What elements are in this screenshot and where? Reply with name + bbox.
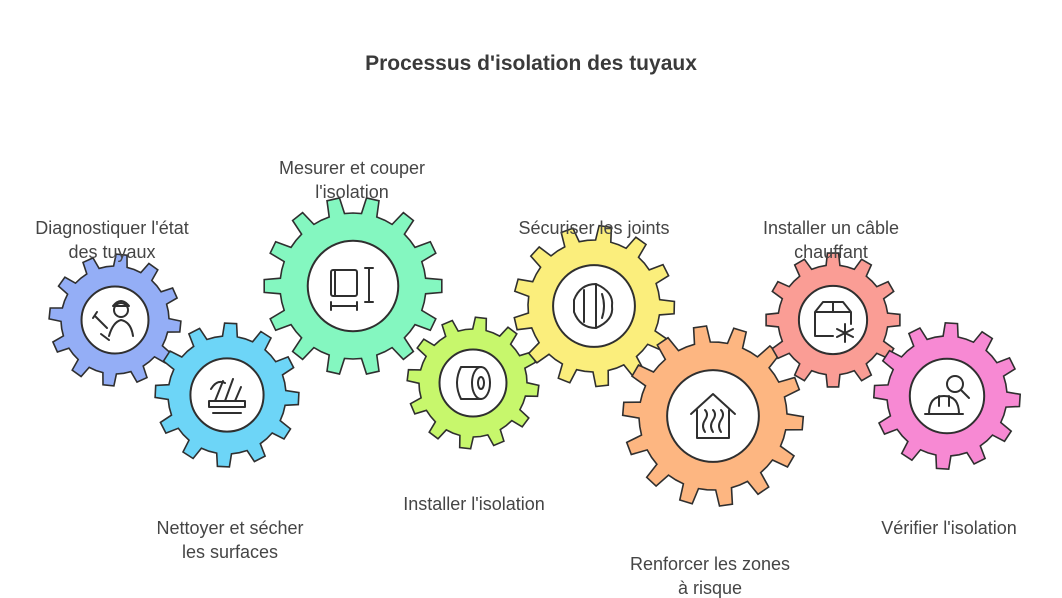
gear-clean xyxy=(154,322,300,468)
house-heat-icon xyxy=(690,393,736,439)
step-label-install: Installer l'isolation xyxy=(403,494,545,514)
step-label-secure: Sécuriser les joints xyxy=(518,218,670,238)
box-snowflake-icon xyxy=(814,301,854,343)
step-label-verify: Vérifier l'isolation xyxy=(881,518,1017,538)
cleaning-icon xyxy=(208,378,246,414)
gear-hub-measure xyxy=(306,239,400,333)
diagram-title: Processus d'isolation des tuyaux xyxy=(365,52,697,75)
gear-hub-diagnose xyxy=(80,285,150,355)
gear-verify xyxy=(872,321,1022,471)
insulation-roll-icon xyxy=(456,366,491,400)
gear-diagnose xyxy=(48,253,182,387)
measure-cut-icon xyxy=(330,267,374,311)
gear-measure xyxy=(263,197,443,375)
gear-hub-reinforce xyxy=(666,369,760,463)
inspect-helmet-icon xyxy=(924,375,970,415)
technician-icon xyxy=(92,300,134,341)
gear-secure xyxy=(513,224,676,388)
gear-hub-secure xyxy=(552,264,636,348)
gear-reinforce xyxy=(621,325,805,507)
gear-install xyxy=(406,316,540,450)
gear-cable xyxy=(765,252,901,388)
gear-hub-cable xyxy=(797,284,869,356)
pipe-joint-icon xyxy=(573,283,614,329)
